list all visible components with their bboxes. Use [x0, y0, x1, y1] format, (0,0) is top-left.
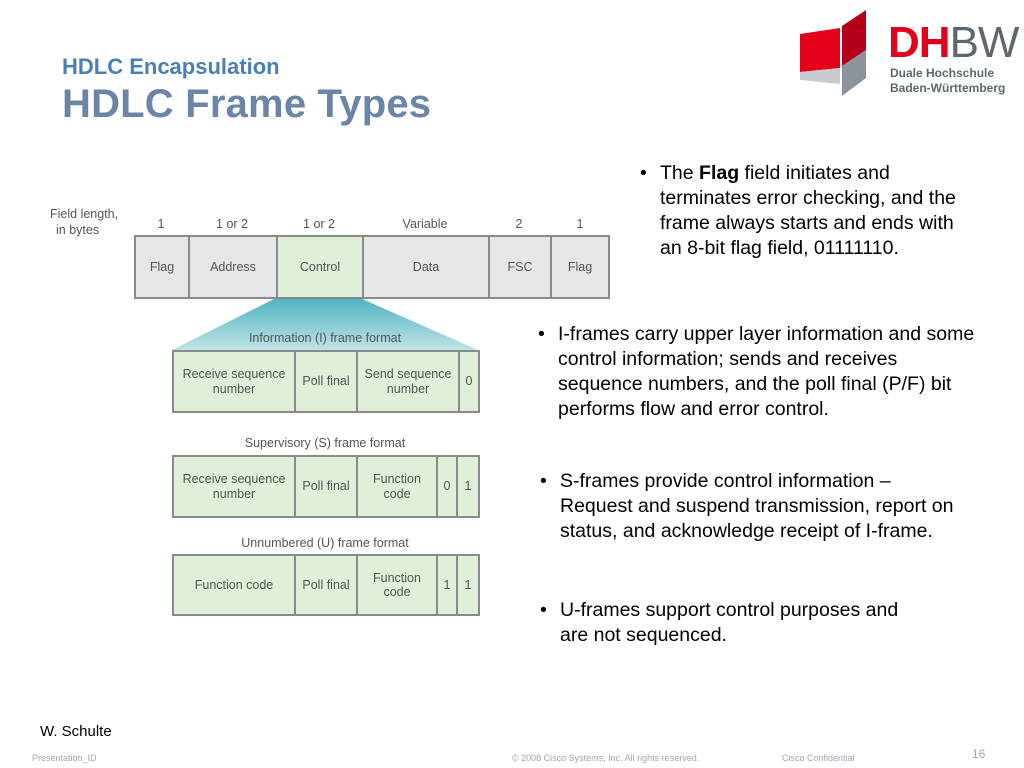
- bullet-flag-pre: The: [660, 162, 700, 184]
- s-frame-poll-final: Poll final: [294, 455, 358, 518]
- field-address: Address: [188, 235, 278, 299]
- hdlc-frame-diagram: Field length, in bytes 1 1 or 2 1 or 2 V…: [50, 200, 620, 620]
- u-frame-function-code-2: Function code: [356, 554, 438, 616]
- field-length-caption: Field length, in bytes: [50, 206, 118, 238]
- bullet-uframe-text: U-frames support control purposes and ar…: [560, 599, 899, 646]
- u-frame-function-code-1: Function code: [172, 554, 296, 616]
- field-flag-end: Flag: [550, 235, 610, 299]
- i-frame-poll-final: Poll final: [294, 350, 358, 413]
- field-control: Control: [276, 235, 364, 299]
- presentation-id: Presentation_ID: [32, 753, 97, 763]
- control-expansion-fan: [172, 298, 478, 350]
- bullet-iframe: • I-frames carry upper layer information…: [538, 322, 978, 422]
- page-number: 16: [972, 747, 986, 761]
- bullet-flag-post: field initiates and terminates error che…: [660, 162, 956, 259]
- s-frame-receive-seq: Receive sequence number: [172, 455, 296, 518]
- bullet-sframe-text: S-frames provide control information – R…: [560, 470, 954, 542]
- i-frame-send-seq: Send sequence number: [356, 350, 460, 413]
- field-length: 2: [515, 217, 523, 231]
- confidential-label: Cisco Confidential: [782, 753, 855, 763]
- i-frame-receive-seq: Receive sequence number: [172, 350, 296, 413]
- copyright-notice: © 2008 Cisco Systems, Inc. All rights re…: [512, 753, 700, 763]
- logo-line-1: Duale Hochschule: [890, 66, 995, 80]
- bullet-iframe-text: I-frames carry upper layer information a…: [558, 323, 975, 420]
- bullet-flag: • The Flag field initiates and terminate…: [640, 161, 980, 261]
- s-frame-bit-0: 0: [436, 455, 458, 518]
- u-frame-format-title: Unnumbered (U) frame format: [241, 536, 409, 550]
- s-frame-function-code: Function code: [356, 455, 438, 518]
- bullet-uframe: • U-frames support control purposes and …: [540, 598, 910, 648]
- u-frame-poll-final: Poll final: [294, 554, 358, 616]
- u-frame-bit-1b: 1: [456, 554, 480, 616]
- field-length: 1: [576, 217, 584, 231]
- u-frame-bit-1a: 1: [436, 554, 458, 616]
- logo-wordmark-dh: DH: [888, 18, 951, 67]
- logo-line-2: Baden-Württemberg: [890, 81, 1006, 95]
- logo-wordmark: DHBW: [888, 18, 1020, 68]
- bullet-dot: •: [540, 470, 547, 492]
- field-length: 1 or 2: [303, 217, 335, 231]
- field-fsc: FSC: [488, 235, 552, 299]
- bullet-dot: •: [540, 599, 547, 621]
- bullet-sframe: • S-frames provide control information –…: [540, 469, 960, 544]
- field-data: Data: [362, 235, 490, 299]
- bullet-dot: •: [538, 323, 545, 345]
- field-flag-start: Flag: [134, 235, 190, 299]
- author-name: W. Schulte: [40, 723, 112, 740]
- logo-wordmark-bw: BW: [949, 18, 1020, 67]
- bullet-flag-bold: Flag: [699, 162, 740, 184]
- field-length-caption-line1: Field length,: [50, 207, 119, 221]
- bullet-flag-text: The Flag field initiates and terminates …: [640, 161, 980, 261]
- s-frame-format-title: Supervisory (S) frame format: [244, 436, 406, 450]
- dhbw-logo-mark-icon: [800, 10, 866, 96]
- field-length: 1: [157, 217, 165, 231]
- slide-title: HDLC Frame Types: [62, 82, 432, 126]
- bullet-dot: •: [640, 162, 647, 184]
- field-length-caption-line2: in bytes: [56, 223, 100, 237]
- slide-subtitle: HDLC Encapsulation: [62, 54, 280, 79]
- field-length: Variable: [402, 217, 448, 231]
- i-frame-format-title: Information (I) frame format: [248, 331, 402, 345]
- field-length: 1 or 2: [216, 217, 248, 231]
- i-frame-bit-0: 0: [458, 350, 480, 413]
- s-frame-bit-1: 1: [456, 455, 480, 518]
- dhbw-logo: DHBW Duale Hochschule Baden-Württemberg: [798, 6, 1020, 98]
